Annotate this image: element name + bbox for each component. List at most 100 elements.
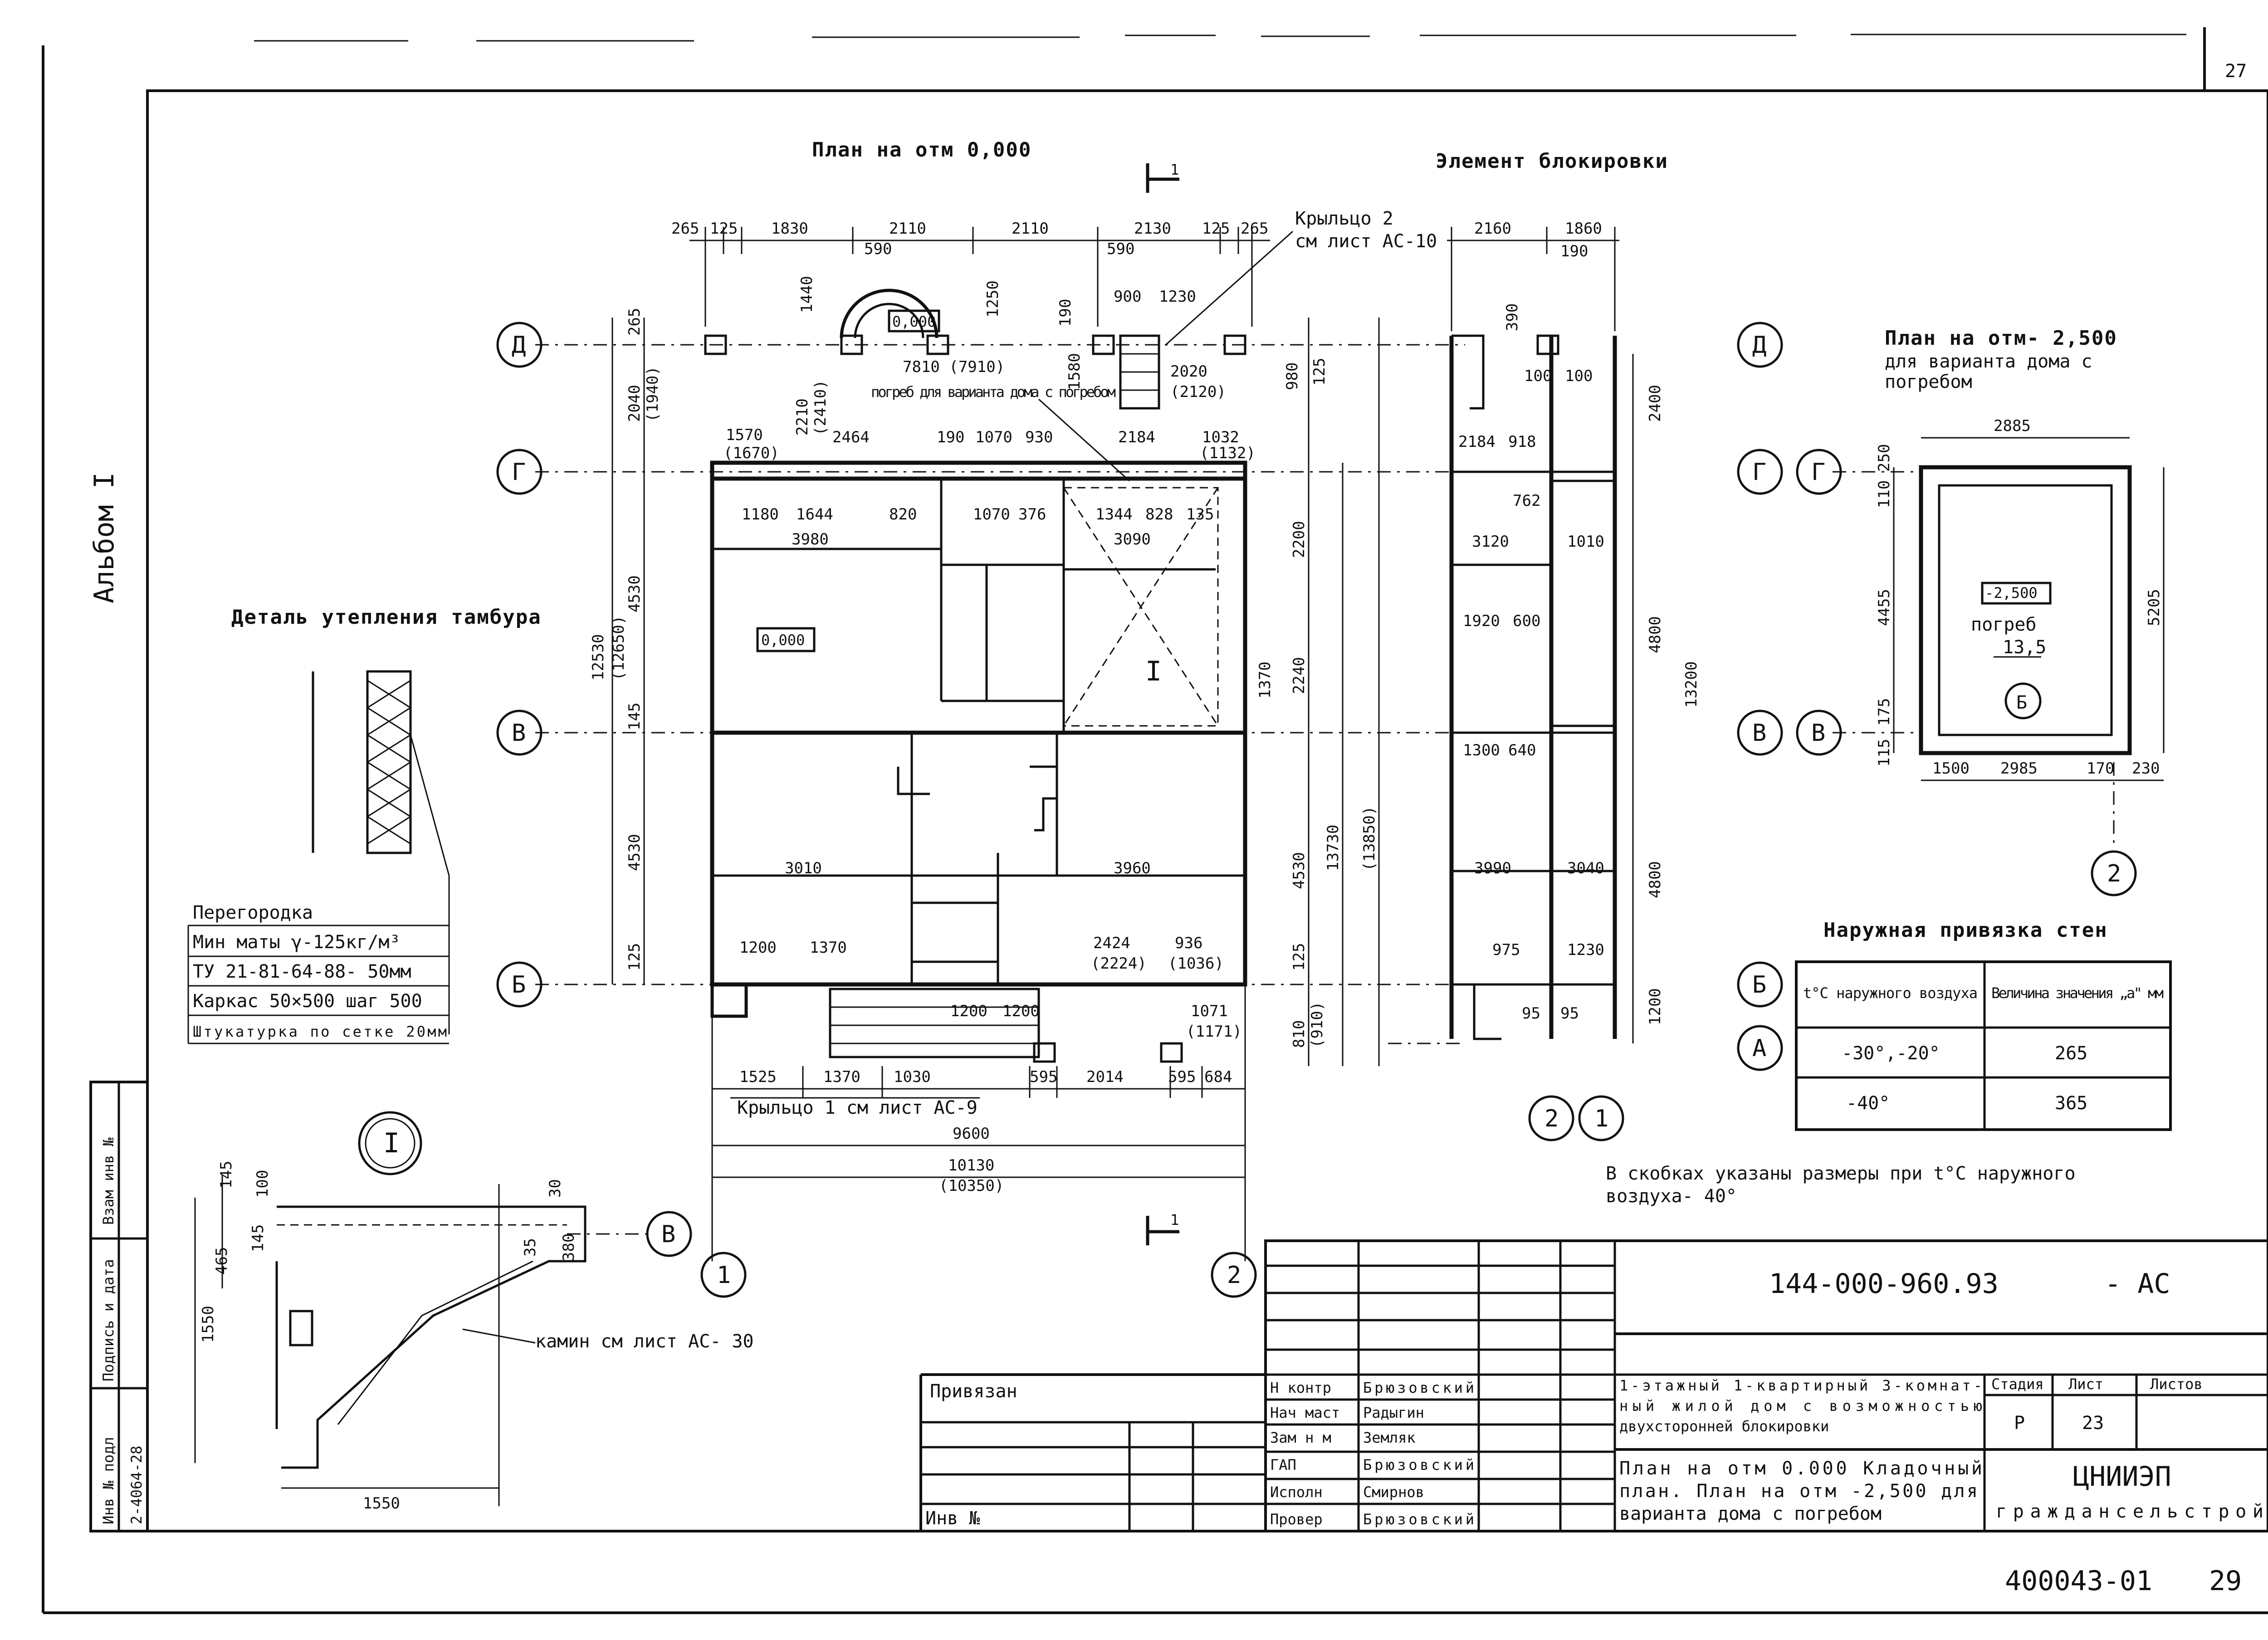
- svg-text:640: 640: [1508, 741, 1536, 759]
- svg-text:1230: 1230: [1567, 941, 1604, 959]
- svg-text:ГАП: ГАП: [1270, 1456, 1296, 1474]
- svg-text:Зам н м: Зам н м: [1270, 1429, 1331, 1446]
- svg-text:10130: 10130: [948, 1156, 994, 1175]
- svg-text:3990: 3990: [1474, 859, 1511, 877]
- svg-text:3120: 3120: [1472, 533, 1509, 551]
- svg-text:190: 190: [1560, 242, 1588, 260]
- svg-text:145: 145: [626, 703, 644, 730]
- doc-code: 144-000-960.93: [1769, 1268, 1999, 1300]
- svg-text:Подпись и дата: Подпись и дата: [100, 1259, 117, 1381]
- svg-text:115: 115: [1875, 739, 1893, 767]
- svg-text:2210: 2210: [793, 398, 811, 436]
- svg-text:1010: 1010: [1567, 533, 1604, 551]
- svg-text:Перегородка: Перегородка: [193, 902, 313, 923]
- top-dimension-labels: 265 125 1830 2110 2110 2130 125 265 590 …: [671, 220, 1268, 306]
- svg-text:135: 135: [1186, 505, 1214, 524]
- binding-row1-temp: -30°,-20°: [1842, 1043, 1940, 1064]
- svg-text:Провер: Провер: [1270, 1511, 1323, 1528]
- svg-text:Стадия: Стадия: [1991, 1376, 2044, 1393]
- svg-text:980: 980: [1283, 362, 1301, 390]
- axis-bubble-2-cellar: 2: [2091, 850, 2137, 896]
- bottom-ref: 400043-01: [2005, 1565, 2152, 1597]
- svg-text:2040: 2040: [626, 385, 644, 422]
- detail-title: Деталь утепления тамбура: [231, 606, 542, 629]
- bottom-ref-page: 29: [2209, 1565, 2242, 1597]
- svg-text:1200: 1200: [1002, 1002, 1040, 1020]
- section-mark-top: 1: [1146, 161, 1179, 193]
- detail-drawing: [312, 670, 450, 1034]
- svg-text:9600: 9600: [953, 1125, 990, 1143]
- svg-text:762: 762: [1513, 492, 1540, 510]
- svg-text:265: 265: [671, 220, 699, 238]
- svg-text:230: 230: [2132, 759, 2160, 778]
- svg-text:4455: 4455: [1875, 589, 1893, 626]
- svg-text:2110: 2110: [1012, 220, 1049, 238]
- svg-text:390: 390: [1503, 304, 1521, 331]
- svg-text:810: 810: [1290, 1020, 1308, 1048]
- svg-text:Нач маст: Нач маст: [1270, 1404, 1340, 1421]
- svg-text:5205: 5205: [2145, 589, 2163, 626]
- vertical-dimension-chains: [611, 318, 1380, 1066]
- axis-bubble-2-blocking: 2: [1528, 1095, 1574, 1141]
- svg-text:1525: 1525: [739, 1068, 777, 1086]
- svg-text:1370: 1370: [810, 939, 847, 957]
- svg-text:ЦНИИЭП: ЦНИИЭП: [2073, 1461, 2171, 1493]
- svg-text:для варианта дома с: для варианта дома с: [1885, 351, 2092, 372]
- cellar-room-name: погреб: [1971, 614, 2037, 635]
- axis-bubble-B-right: Б: [1737, 961, 1783, 1008]
- svg-text:2020: 2020: [1170, 362, 1207, 381]
- porch2-note-2: см лист АС-10: [1295, 231, 1437, 252]
- binding-note-2: воздуха- 40°: [1606, 1186, 1737, 1207]
- svg-text:Земляк: Земляк: [1363, 1429, 1416, 1446]
- svg-text:1344: 1344: [1095, 505, 1133, 524]
- svg-text:двухсторонней блокировки: двухсторонней блокировки: [1619, 1418, 1829, 1435]
- svg-text:125: 125: [1310, 358, 1329, 386]
- cellar-axis-label: Б: [2016, 692, 2027, 713]
- svg-text:Брюзовский: Брюзовский: [1363, 1511, 1474, 1528]
- svg-text:1180: 1180: [742, 505, 779, 524]
- svg-text:595: 595: [1030, 1068, 1057, 1086]
- svg-text:1570: 1570: [726, 426, 763, 444]
- svg-text:2: 2: [1545, 1105, 1559, 1132]
- svg-text:Г: Г: [1752, 459, 1766, 486]
- svg-text:ТУ 21-81-64-88- 50мм: ТУ 21-81-64-88- 50мм: [193, 961, 411, 982]
- binding-row1-value: 265: [2055, 1043, 2087, 1064]
- section-mark-bottom: 1: [1146, 1211, 1179, 1245]
- svg-text:2464: 2464: [832, 428, 870, 446]
- svg-text:2985: 2985: [2000, 759, 2038, 778]
- svg-text:3980: 3980: [792, 530, 829, 548]
- svg-text:380: 380: [560, 1234, 578, 1261]
- node-I-label: I: [383, 1127, 400, 1159]
- svg-text:936: 936: [1175, 934, 1202, 952]
- porch2-note: Крыльцо 2: [1295, 208, 1393, 229]
- axis-bubble-V-cellar: В: [1796, 710, 1842, 756]
- cellar-plan: -2,500 погреб 13,5 Б: [1833, 437, 2165, 848]
- svg-text:(1132): (1132): [1200, 444, 1256, 462]
- svg-text:Р: Р: [2014, 1413, 2025, 1434]
- detail-legend: Перегородка Мин маты γ-125кг/м³ ТУ 21-81…: [187, 902, 449, 1044]
- svg-text:3960: 3960: [1114, 859, 1151, 877]
- svg-text:Каркас 50×500 шаг 500: Каркас 50×500 шаг 500: [193, 991, 422, 1012]
- svg-text:план. План на отм -2,500 для: план. План на отм -2,500 для: [1619, 1481, 1978, 1502]
- svg-text:1370: 1370: [823, 1068, 860, 1086]
- svg-text:145: 145: [249, 1224, 267, 1252]
- svg-text:В: В: [1752, 720, 1766, 747]
- svg-text:Б: Б: [1752, 971, 1766, 999]
- svg-text:Смирнов: Смирнов: [1363, 1483, 1424, 1501]
- room-level-mark: 0,000: [761, 632, 805, 649]
- svg-text:Г: Г: [1811, 459, 1825, 486]
- svg-text:1: 1: [1170, 1211, 1179, 1229]
- svg-text:варианта дома с погребом: варианта дома с погребом: [1619, 1503, 1882, 1524]
- vertical-dimension-labels: 12530 (12650) 265 2040 (1940) 4530 4530 …: [589, 308, 1378, 1048]
- axis-bubbles-right: Д Г В Б А 2 1: [1528, 322, 1783, 1141]
- svg-text:(1171): (1171): [1186, 1023, 1242, 1041]
- axis-bubble-1-bottom: 1: [700, 1252, 747, 1298]
- svg-text:2: 2: [1227, 1262, 1241, 1289]
- svg-text:125: 125: [626, 943, 644, 971]
- svg-text:100: 100: [1565, 367, 1593, 385]
- attached-label: Привязан: [930, 1381, 1017, 1402]
- svg-text:1644: 1644: [796, 505, 833, 524]
- svg-text:820: 820: [889, 505, 917, 524]
- axis-lines: [535, 344, 1465, 1245]
